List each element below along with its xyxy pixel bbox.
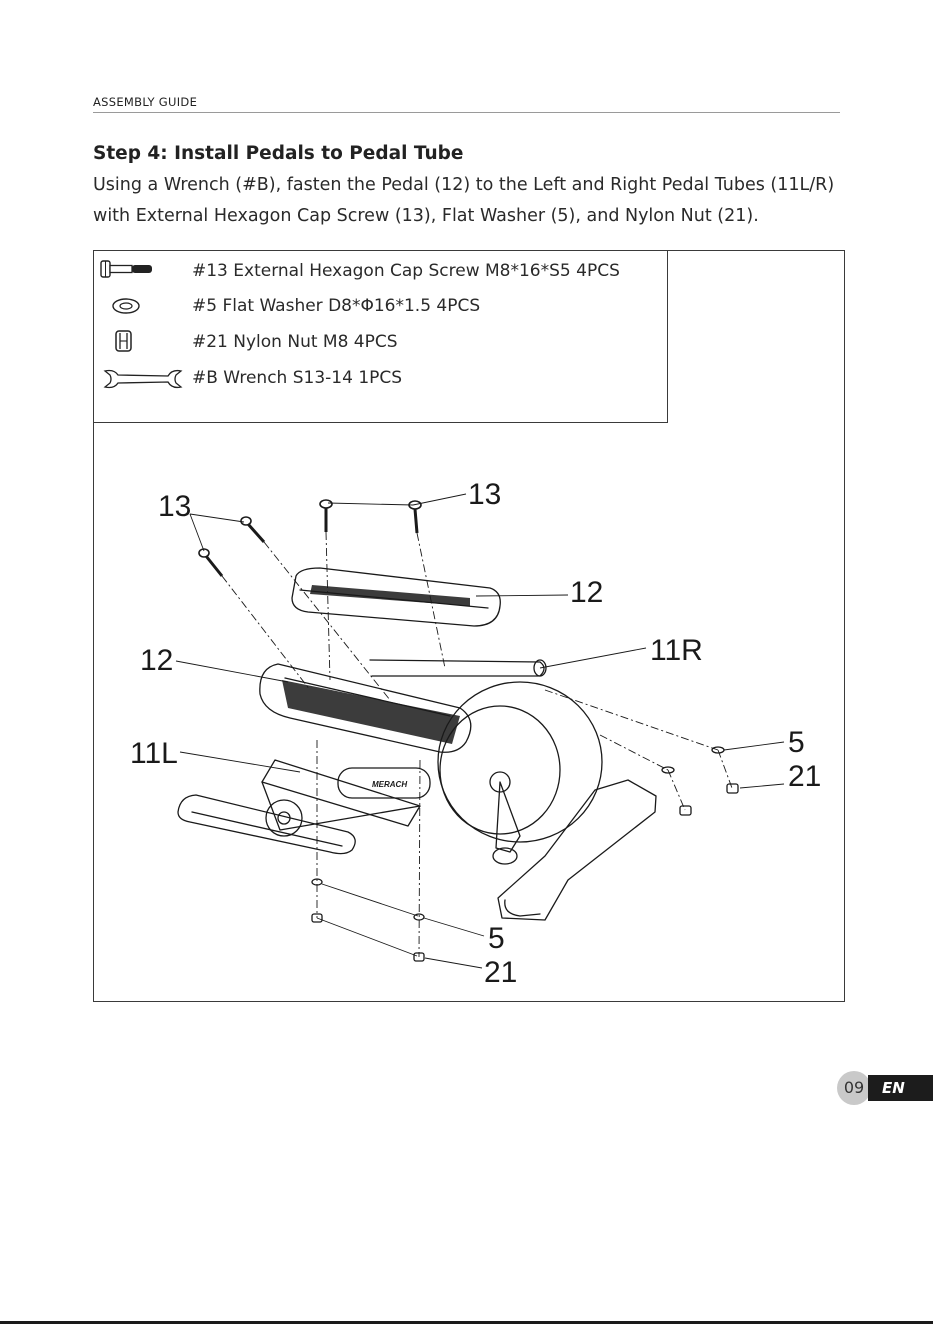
nut-right-a [679, 805, 692, 816]
callout-5-bottom: 5 [488, 922, 505, 955]
frame-rail [261, 759, 421, 827]
screw-left-lower [198, 548, 224, 577]
brand-text: MERACH [372, 780, 407, 789]
parts-list-box [93, 250, 668, 423]
pedal-tube-right [369, 659, 545, 677]
part-5-text: #5 Flat Washer D8*Φ16*1.5 4PCS [192, 296, 481, 316]
flat-washer-icon [112, 298, 140, 314]
header-divider [93, 112, 840, 113]
callout-12-top: 12 [570, 576, 603, 609]
callout-21-bottom: 21 [484, 956, 517, 989]
screw-top-left [319, 499, 333, 532]
instruction-line-2: with External Hexagon Cap Screw (13), Fl… [93, 206, 759, 226]
part-13-text: #13 External Hexagon Cap Screw M8*16*S5 … [192, 261, 620, 281]
crank-arm [495, 781, 521, 853]
callout-13-right: 13 [468, 478, 501, 511]
bottom-edge-rule [0, 1321, 933, 1324]
callout-5-right: 5 [788, 726, 805, 759]
flywheel-housing [437, 681, 603, 843]
callout-11r: 11R [650, 634, 703, 667]
screw-top-right [408, 500, 422, 534]
brand-plate [337, 767, 431, 799]
header-label: ASSEMBLY GUIDE [93, 95, 198, 109]
hex-cap-screw-icon [100, 260, 152, 278]
front-wheel [265, 799, 303, 837]
part-b-text: #B Wrench S13-14 1PCS [192, 368, 403, 388]
callout-12-left: 12 [140, 644, 173, 677]
callout-21-right: 21 [788, 760, 821, 793]
callout-11l: 11L [130, 737, 178, 770]
callout-13-left: 13 [158, 490, 191, 523]
step-title: Step 4: Install Pedals to Pedal Tube [93, 143, 464, 164]
part-21-text: #21 Nylon Nut M8 4PCS [192, 332, 398, 352]
wrench-icon [103, 369, 183, 389]
nut-right-b [726, 783, 739, 794]
rear-stabilizer [497, 779, 657, 921]
pedal-top [291, 567, 501, 627]
instruction-line-1: Using a Wrench (#B), fasten the Pedal (1… [93, 175, 835, 195]
screw-left-upper [240, 516, 266, 543]
page-number-badge: 09 [837, 1071, 871, 1105]
exploded-assembly-diagram: MERACH [130, 478, 821, 989]
nylon-nut-icon [115, 330, 132, 352]
footplate-left-base [177, 794, 356, 855]
pedal-left [259, 663, 472, 753]
language-badge: EN [868, 1075, 933, 1101]
